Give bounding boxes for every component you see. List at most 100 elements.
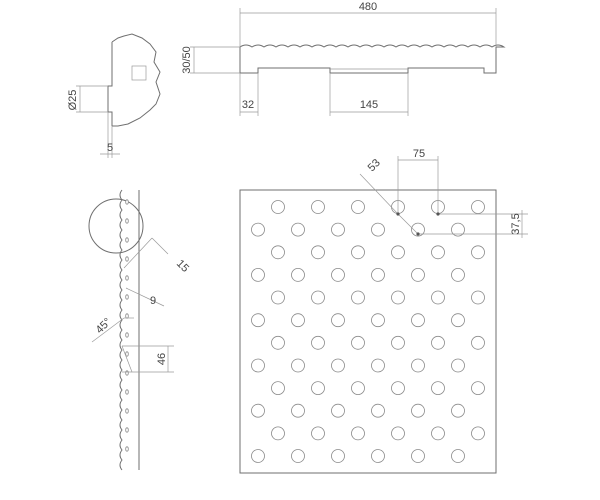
dim-profile-step: 9 — [150, 295, 156, 307]
dim-line-53 — [359, 173, 399, 215]
plan-stud — [411, 403, 425, 418]
plan-stud — [431, 335, 445, 350]
plan-stud — [271, 335, 285, 350]
plan-stud — [251, 449, 265, 463]
plan-stud — [331, 403, 345, 418]
plan-stud — [251, 403, 265, 418]
dim-line-15-a — [123, 237, 153, 269]
plan-stud — [371, 403, 385, 418]
plan-stud — [271, 200, 285, 214]
profile-stud-mark — [125, 389, 129, 395]
dim-stud-diameter: Ø25 — [67, 90, 79, 111]
profile-stud-mark — [125, 332, 129, 338]
plan-view: 53 75 37,5 — [239, 148, 528, 474]
plan-stud — [371, 358, 385, 373]
dim-line-15-b — [151, 237, 169, 255]
ref-point-c — [416, 232, 420, 236]
dim-stud-height: 5 — [107, 142, 113, 154]
stud-detail-view: Ø25 5 — [67, 33, 161, 158]
profile-stud-mark — [125, 408, 129, 414]
detail-stud-profile — [107, 42, 113, 126]
plan-stud — [371, 222, 385, 237]
plan-stud — [391, 381, 405, 396]
plan-stud — [411, 449, 425, 463]
dim-line-53-ext — [397, 213, 419, 235]
plan-stud — [251, 358, 265, 373]
plan-outline — [239, 189, 497, 474]
plan-stud — [451, 403, 465, 418]
profile-stud-mark — [125, 446, 129, 452]
plan-stud — [451, 358, 465, 373]
plan-stud — [311, 290, 325, 305]
dim-line-46-diag — [121, 345, 133, 373]
plan-stud — [271, 290, 285, 305]
plan-stud — [471, 200, 485, 214]
plan-stud — [251, 222, 265, 237]
dim-slot-width: 145 — [360, 99, 378, 111]
profile-stud-mark — [125, 275, 129, 281]
plan-stud — [351, 426, 365, 441]
plan-stud — [471, 245, 485, 260]
ref-point-b — [436, 212, 440, 216]
plan-stud — [331, 358, 345, 373]
dim-edge-offset: 32 — [242, 99, 254, 111]
plan-stud — [371, 449, 385, 463]
plan-stud — [451, 313, 465, 328]
plan-stud — [431, 290, 445, 305]
plan-stud — [431, 426, 445, 441]
dim-line-9 — [125, 287, 165, 307]
plan-stud — [391, 290, 405, 305]
dim-total-width: 480 — [359, 1, 377, 13]
plan-stud — [331, 267, 345, 282]
plan-stud — [311, 426, 325, 441]
plan-stud — [371, 313, 385, 328]
plan-stud — [351, 290, 365, 305]
dim-row-offset: 37,5 — [510, 213, 522, 234]
dim-stud-pitch: 75 — [413, 148, 425, 160]
profile-stud-edge — [119, 189, 123, 471]
plan-stud — [471, 335, 485, 350]
profile-stud-mark — [125, 427, 129, 433]
plan-stud — [451, 449, 465, 463]
side-profile-view: 15 9 45° 46 — [88, 189, 191, 471]
plan-stud — [311, 381, 325, 396]
plan-stud — [451, 267, 465, 282]
dim-profile-depth: 46 — [156, 353, 168, 365]
plan-stud — [391, 426, 405, 441]
plan-stud — [291, 267, 305, 282]
plan-stud — [371, 267, 385, 282]
profile-stud-mark — [125, 294, 129, 300]
plan-stud — [391, 245, 405, 260]
detail-stud-top — [131, 65, 147, 81]
plan-stud — [311, 245, 325, 260]
ref-point-a — [396, 212, 400, 216]
detail-callout-circle — [88, 198, 144, 254]
plan-stud-grid — [251, 200, 485, 463]
dim-line-angle — [91, 317, 125, 343]
plan-stud — [411, 222, 425, 237]
profile-stud-marks — [125, 199, 129, 452]
dim-bevel-angle: 45° — [94, 316, 114, 336]
plan-stud — [411, 267, 425, 282]
plan-stud — [351, 335, 365, 350]
plan-stud — [331, 449, 345, 463]
profile-stud-mark — [125, 237, 129, 243]
profile-stud-mark — [125, 199, 129, 205]
detail-break-outline — [111, 33, 161, 127]
profile-stud-mark — [125, 256, 129, 262]
plan-stud — [291, 222, 305, 237]
plan-stud — [451, 222, 465, 237]
plan-stud — [431, 381, 445, 396]
plan-stud — [351, 245, 365, 260]
dim-thickness: 30/50 — [181, 46, 193, 74]
section-view: 480 30/50 32 145 — [181, 1, 506, 116]
plan-stud — [291, 313, 305, 328]
plan-stud — [331, 313, 345, 328]
plan-stud — [391, 335, 405, 350]
plan-stud — [411, 358, 425, 373]
plan-stud — [351, 381, 365, 396]
plan-stud — [251, 313, 265, 328]
plan-stud — [471, 426, 485, 441]
